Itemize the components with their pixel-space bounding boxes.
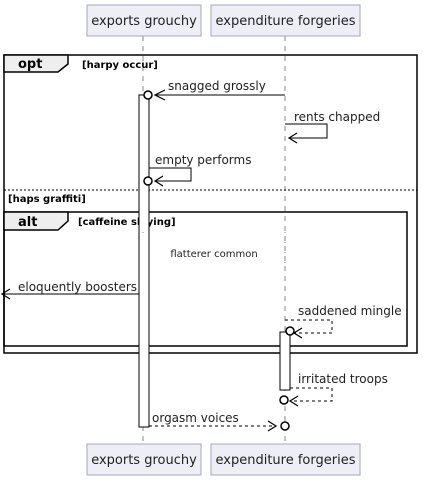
participant-exports-grouchy-bottom[interactable]: exports grouchy (86, 443, 202, 476)
message-eloquently-boosters: eloquently boosters (0, 280, 139, 300)
participant-expenditure-forgeries-bottom[interactable]: expenditure forgeries (210, 443, 361, 476)
participant-exports-grouchy-top[interactable]: exports grouchy (86, 4, 202, 37)
message-label: irritated troops (298, 372, 388, 386)
participant-label: exports grouchy (91, 453, 197, 468)
message-label: saddened mingle (298, 304, 402, 318)
message-irritated-troops: irritated troops (279, 372, 388, 407)
message-empty-performs: empty performs (143, 153, 251, 187)
note-text: flatterer common (170, 249, 257, 260)
participant-label: expenditure forgeries (216, 453, 356, 468)
message-label: rents chapped (294, 110, 380, 124)
participant-expenditure-forgeries-top[interactable]: expenditure forgeries (210, 4, 361, 37)
participant-label: expenditure forgeries (216, 14, 356, 29)
opt-keyword: opt (18, 57, 42, 72)
opt-frame: opt [harpy occur] [haps graffiti] (3, 54, 418, 354)
alt-guard: [caffeine slaying] (78, 217, 176, 228)
alt-keyword: alt (18, 215, 37, 230)
participant-label: exports grouchy (91, 14, 197, 29)
opt-guard: [harpy occur] (82, 60, 158, 71)
message-saddened-mingle: saddened mingle (285, 304, 402, 339)
activation-expenditure-forgeries (279, 331, 291, 391)
message-label: snagged grossly (168, 79, 266, 93)
message-orgasm-voices: orgasm voices (149, 411, 290, 432)
message-snagged-grossly: snagged grossly (143, 79, 285, 101)
opt-else-guard: [haps graffiti] (8, 194, 86, 205)
message-rents-chapped: rents chapped (285, 110, 380, 144)
message-label: eloquently boosters (18, 280, 137, 294)
message-label: orgasm voices (152, 411, 239, 425)
alt-frame: alt [caffeine slaying] (3, 211, 408, 347)
message-label: empty performs (155, 153, 251, 167)
